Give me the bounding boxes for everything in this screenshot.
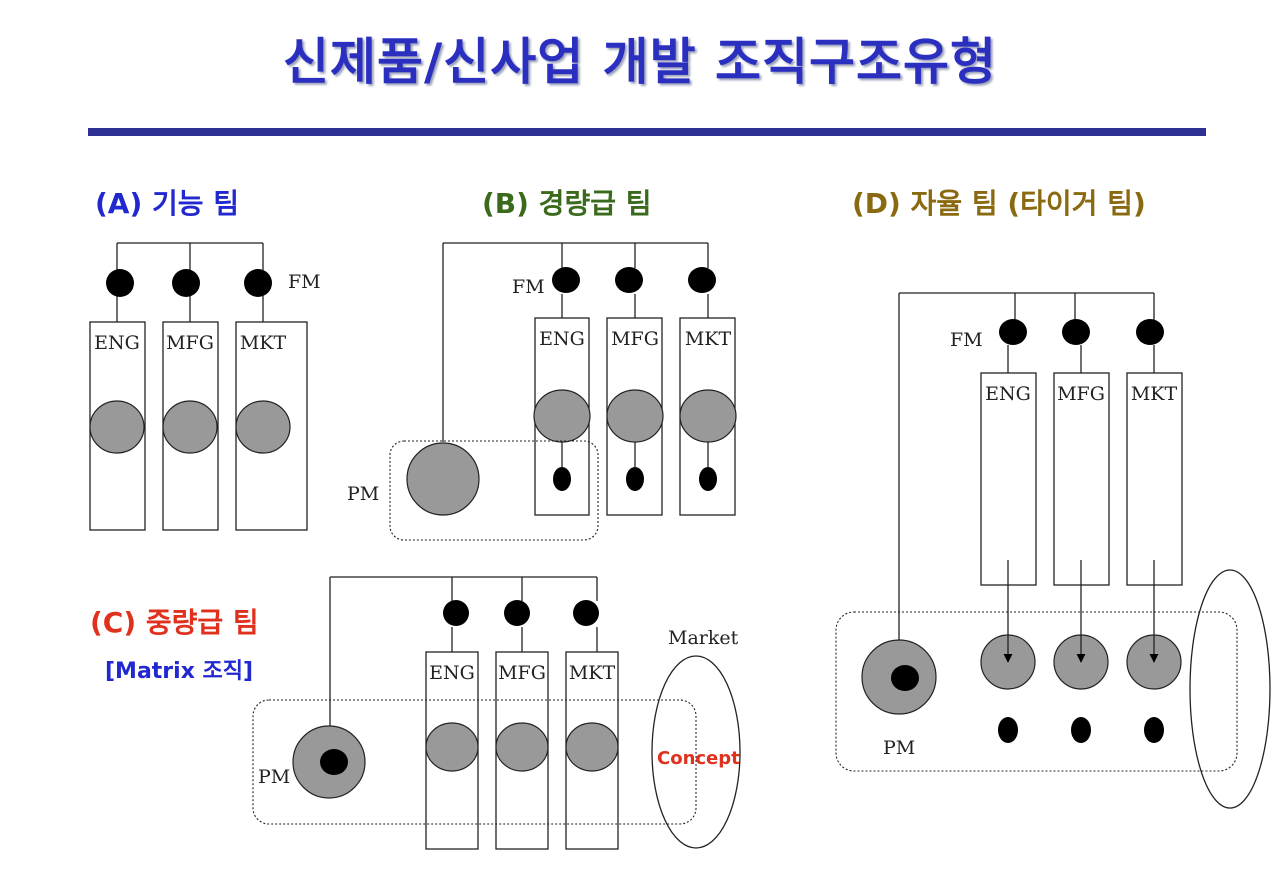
c-pm-dotted-boundary bbox=[252, 699, 697, 825]
d-dept-label-mkt: MKT bbox=[1131, 383, 1178, 405]
a-member-eng bbox=[89, 400, 145, 454]
d-dept-box-eng bbox=[980, 372, 1037, 586]
title-rule bbox=[88, 128, 1206, 136]
b-fm-node-eng bbox=[552, 267, 580, 293]
section-c-title: (C) 중량급 팀 bbox=[90, 606, 259, 639]
c-concept-label: Concept bbox=[657, 748, 740, 769]
b-fm-label: FM bbox=[512, 276, 545, 298]
b-liaison-node-mkt bbox=[699, 467, 717, 491]
c-fm-node-eng bbox=[443, 600, 469, 626]
b-dept-label-mfg: MFG bbox=[611, 328, 659, 350]
c-dept-label-mfg: MFG bbox=[498, 662, 546, 684]
d-market-ellipse bbox=[1189, 569, 1271, 809]
a-dept-label-eng: ENG bbox=[94, 332, 140, 354]
d-liaison-node-mkt bbox=[1144, 717, 1164, 743]
c-pm-label: PM bbox=[258, 766, 290, 788]
c-dept-label-mkt: MKT bbox=[569, 662, 616, 684]
d-dept-box-mfg bbox=[1053, 372, 1110, 586]
b-dept-label-eng: ENG bbox=[539, 328, 585, 350]
section-d-autonomous-team: (D) 자율 팀 (타이거 팀) FM ENG MFG MKT PM bbox=[835, 187, 1271, 809]
d-dept-box-mkt bbox=[1126, 372, 1183, 586]
section-c-heavyweight-team: (C) 중량급 팀 [Matrix 조직] ENG MFG MKT PM Mar… bbox=[90, 576, 741, 850]
a-fm-label: FM bbox=[288, 271, 321, 293]
d-fm-label: FM bbox=[950, 329, 983, 351]
d-dept-label-eng: ENG bbox=[985, 383, 1031, 405]
d-dept-label-mfg: MFG bbox=[1057, 383, 1105, 405]
section-c-subtitle: [Matrix 조직] bbox=[105, 659, 253, 684]
d-liaison-node-mfg bbox=[1071, 717, 1091, 743]
b-pm-dotted-boundary bbox=[389, 440, 599, 541]
d-fm-node-mkt bbox=[1136, 319, 1164, 345]
b-dept-label-mkt: MKT bbox=[685, 328, 732, 350]
a-dept-label-mfg: MFG bbox=[166, 332, 214, 354]
page-title: 신제품/신사업 개발 조직구조유형 bbox=[282, 33, 998, 91]
d-pm-core bbox=[891, 665, 919, 691]
b-pm-label: PM bbox=[347, 483, 379, 505]
b-member-mfg bbox=[606, 389, 664, 443]
c-fm-node-mfg bbox=[504, 600, 530, 626]
a-fm-node-mkt bbox=[244, 269, 272, 297]
d-liaison-node-eng bbox=[998, 717, 1018, 743]
c-member-eng bbox=[425, 722, 479, 772]
section-d-title: (D) 자율 팀 (타이거 팀) bbox=[852, 187, 1146, 220]
a-fm-node-mfg bbox=[172, 269, 200, 297]
c-market-label: Market bbox=[668, 627, 739, 649]
b-member-eng bbox=[533, 389, 591, 443]
section-a-functional-team: (A) 기능 팀 FM ENG MFG MKT bbox=[89, 187, 321, 531]
c-dept-label-eng: ENG bbox=[429, 662, 475, 684]
c-fm-node-mkt bbox=[573, 600, 599, 626]
a-member-mfg bbox=[162, 400, 218, 454]
d-fm-node-eng bbox=[999, 319, 1027, 345]
c-market-ellipse bbox=[651, 655, 741, 849]
b-fm-node-mfg bbox=[615, 267, 643, 293]
c-member-mkt bbox=[565, 722, 619, 772]
a-fm-node-eng bbox=[106, 269, 134, 297]
d-fm-node-mfg bbox=[1062, 319, 1090, 345]
b-liaison-node-mfg bbox=[626, 467, 644, 491]
c-member-mfg bbox=[495, 722, 549, 772]
a-dept-label-mkt: MKT bbox=[240, 332, 287, 354]
b-member-mkt bbox=[679, 389, 737, 443]
a-member-mkt bbox=[235, 400, 291, 454]
section-a-title: (A) 기능 팀 bbox=[95, 187, 239, 220]
section-b-lightweight-team: (B) 경량급 팀 FM ENG MFG MKT PM bbox=[347, 187, 737, 541]
b-fm-node-mkt bbox=[688, 267, 716, 293]
section-b-title: (B) 경량급 팀 bbox=[482, 187, 651, 220]
d-pm-label: PM bbox=[883, 737, 915, 759]
b-pm-node bbox=[406, 442, 480, 516]
c-pm-core bbox=[320, 749, 348, 775]
b-liaison-node-eng bbox=[553, 467, 571, 491]
